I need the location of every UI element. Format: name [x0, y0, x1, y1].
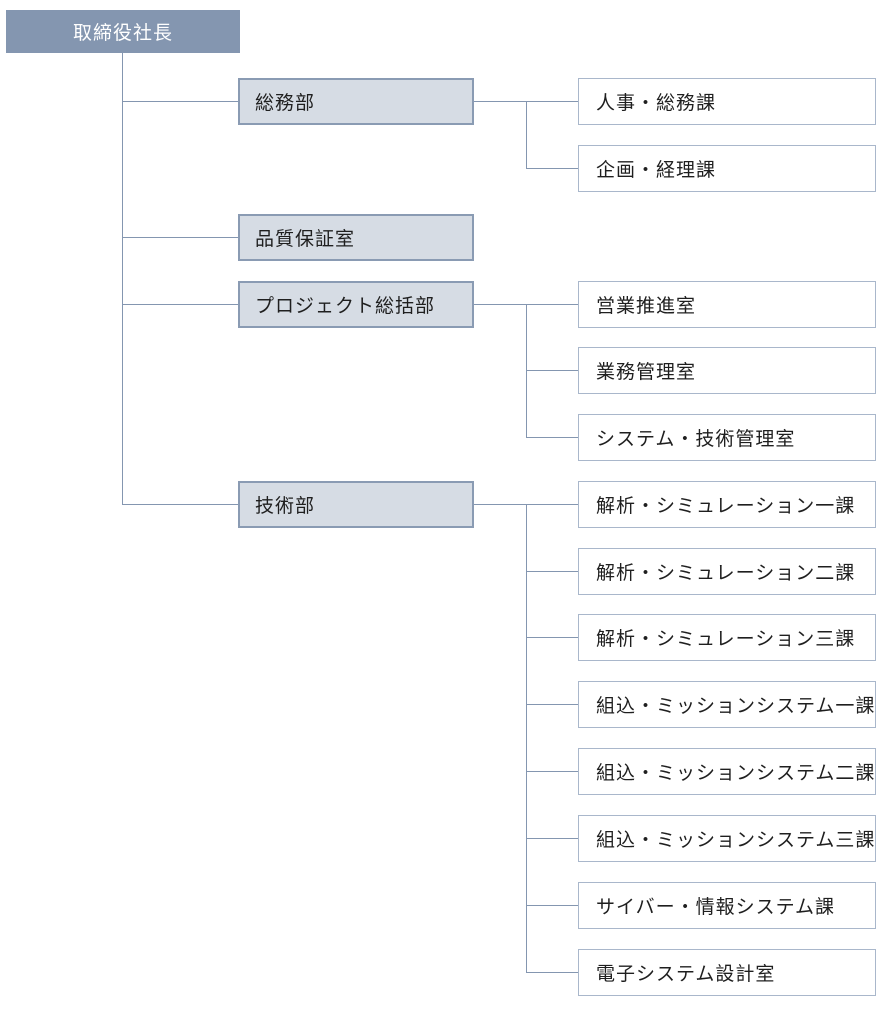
- node-analysis-simulation-section-3: 解析・シミュレーション三課: [578, 614, 876, 661]
- node-embedded-mission-systems-section-1: 組込・ミッションシステム一課: [578, 681, 876, 728]
- connector-to-cyber-info: [526, 905, 578, 906]
- node-analysis-simulation-section-1: 解析・シミュレーション一課: [578, 481, 876, 528]
- node-sales-promotion-office-label: 営業推進室: [596, 295, 697, 317]
- connector-to-analysis-2: [526, 571, 578, 572]
- node-analysis-simulation-section-1-label: 解析・シミュレーション一課: [596, 495, 856, 517]
- node-president-label: 取締役社長: [72, 22, 173, 44]
- node-systems-tech-management-office-label: システム・技術管理室: [596, 428, 796, 450]
- node-business-administration-office-label: 業務管理室: [596, 361, 697, 383]
- connector-trunk: [122, 53, 123, 505]
- connector-to-embedded-2: [526, 771, 578, 772]
- connector-to-systems-tech: [526, 437, 578, 438]
- connector-general-affairs-spine: [526, 101, 527, 168]
- connector-to-embedded-3: [526, 838, 578, 839]
- node-quality-assurance-office-label: 品質保証室: [255, 228, 356, 250]
- node-engineering-dept-label: 技術部: [255, 495, 316, 517]
- node-embedded-mission-systems-section-2-label: 組込・ミッションシステム二課: [596, 762, 876, 784]
- node-hr-general-affairs-section-label: 人事・総務課: [596, 92, 717, 114]
- connector-to-planning-accounting: [526, 168, 578, 169]
- connector-to-business-admin: [526, 370, 578, 371]
- node-cyber-info-systems-section-label: サイバー・情報システム課: [596, 896, 836, 918]
- node-hr-general-affairs-section: 人事・総務課: [578, 78, 876, 125]
- node-president: 取締役社長: [6, 10, 240, 53]
- node-sales-promotion-office: 営業推進室: [578, 281, 876, 328]
- node-general-affairs-dept-label: 総務部: [255, 92, 316, 114]
- node-embedded-mission-systems-section-3-label: 組込・ミッションシステム三課: [596, 829, 876, 851]
- connector-branch-engineering: [122, 504, 238, 505]
- node-quality-assurance-office: 品質保証室: [238, 214, 474, 261]
- connector-to-analysis-3: [526, 637, 578, 638]
- node-planning-accounting-section-label: 企画・経理課: [596, 159, 717, 181]
- node-engineering-dept: 技術部: [238, 481, 474, 528]
- node-electronic-systems-design-office: 電子システム設計室: [578, 949, 876, 996]
- node-analysis-simulation-section-2-label: 解析・シミュレーション二課: [596, 562, 856, 584]
- connector-to-electronic-design: [526, 972, 578, 973]
- connector-branch-quality-assurance: [122, 237, 238, 238]
- node-embedded-mission-systems-section-2: 組込・ミッションシステム二課: [578, 748, 876, 795]
- node-business-administration-office: 業務管理室: [578, 347, 876, 394]
- node-general-affairs-dept: 総務部: [238, 78, 474, 125]
- node-systems-tech-management-office: システム・技術管理室: [578, 414, 876, 461]
- connector-branch-project-management: [122, 304, 238, 305]
- connector-to-embedded-1: [526, 704, 578, 705]
- node-analysis-simulation-section-2: 解析・シミュレーション二課: [578, 548, 876, 595]
- node-cyber-info-systems-section: サイバー・情報システム課: [578, 882, 876, 929]
- connector-engineering-spine: [526, 504, 527, 972]
- connector-branch-general-affairs: [122, 101, 238, 102]
- node-electronic-systems-design-office-label: 電子システム設計室: [596, 963, 776, 985]
- node-analysis-simulation-section-3-label: 解析・シミュレーション三課: [596, 628, 856, 650]
- node-embedded-mission-systems-section-1-label: 組込・ミッションシステム一課: [596, 695, 876, 717]
- node-embedded-mission-systems-section-3: 組込・ミッションシステム三課: [578, 815, 876, 862]
- node-project-management-dept: プロジェクト総括部: [238, 281, 474, 328]
- node-project-management-dept-label: プロジェクト総括部: [255, 295, 436, 317]
- node-planning-accounting-section: 企画・経理課: [578, 145, 876, 192]
